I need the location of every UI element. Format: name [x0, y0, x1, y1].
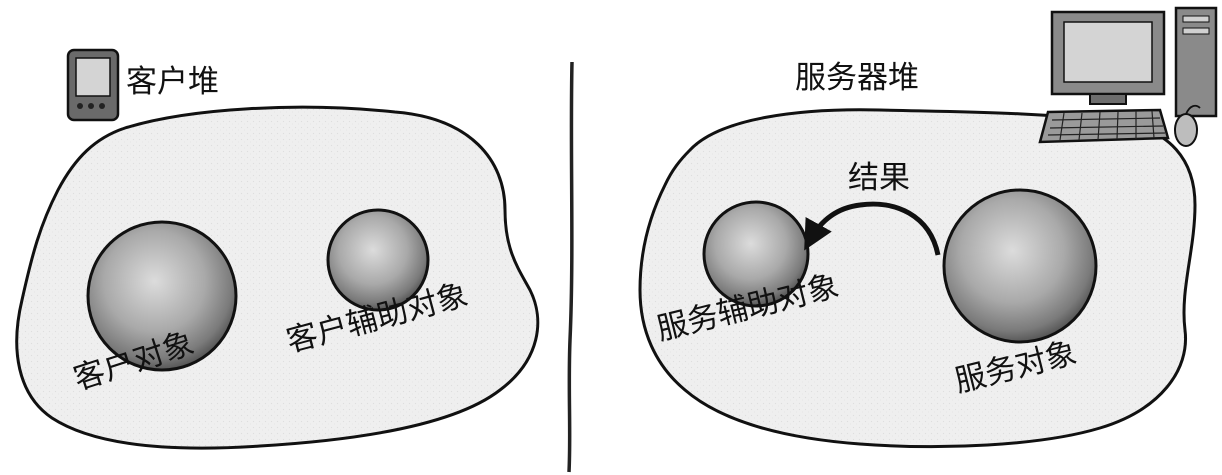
server-heap-blob [638, 108, 1197, 449]
client-heap: 客户堆 客户对象 客户辅助对象 [15, 48, 540, 450]
client-object-sphere [86, 220, 238, 372]
server-heap-title: 服务器堆 [795, 60, 919, 96]
server-heap: 服务器堆 服务辅助对象 服务对象 [638, 6, 1218, 449]
server-helper-sphere [702, 200, 810, 308]
center-divider [567, 61, 574, 473]
curved-arrow-icon [804, 201, 941, 256]
client-heap-title: 客户堆 [126, 64, 219, 100]
handheld-device-icon [66, 48, 120, 122]
server-object-sphere [942, 188, 1098, 344]
result-label: 结果 [848, 160, 910, 196]
client-helper-sphere [326, 208, 430, 312]
desktop-computer-icon [1038, 6, 1218, 147]
